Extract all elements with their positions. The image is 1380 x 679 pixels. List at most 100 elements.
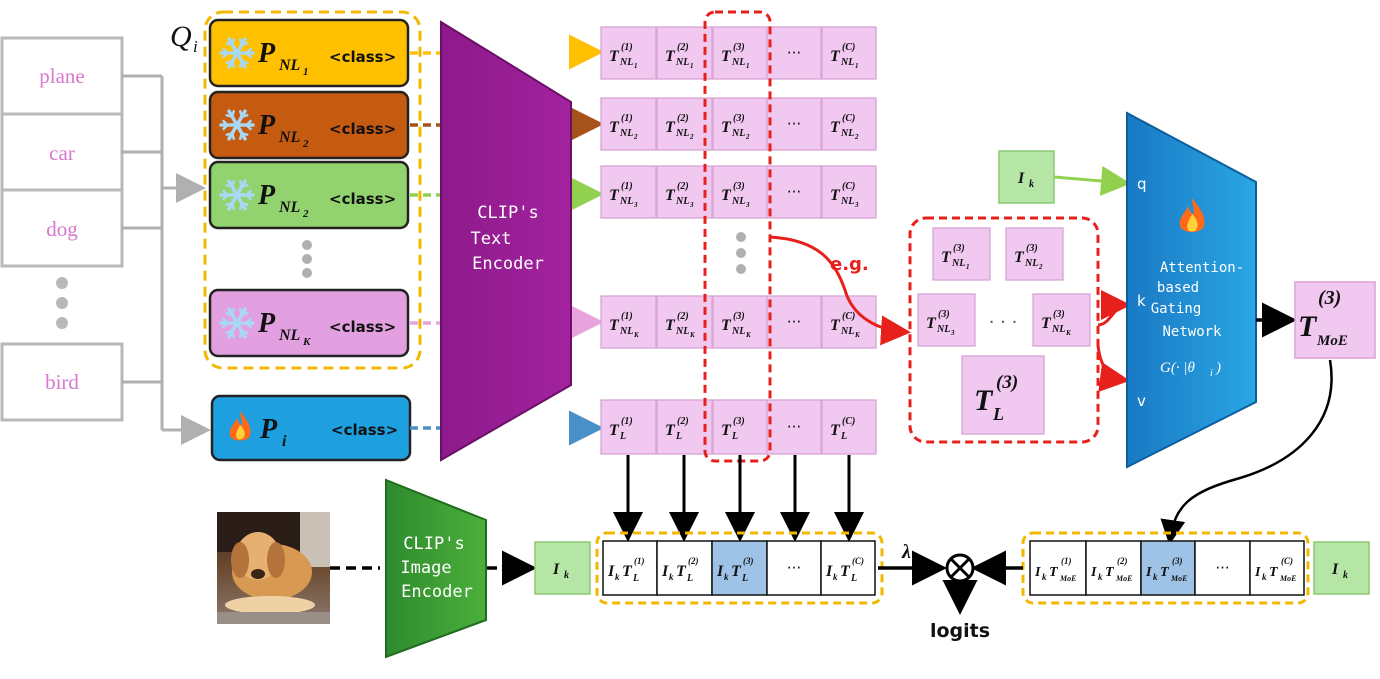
token-subsubscript: 3 — [745, 201, 750, 209]
logits-label: logits — [930, 620, 990, 642]
token-subscript: L — [992, 404, 1004, 424]
token-subsubscript: K — [633, 331, 640, 339]
token-subscript: NL — [731, 326, 745, 337]
class-placeholder: <class> — [329, 190, 396, 208]
logit-token-symbol: T — [676, 563, 687, 580]
token-subsubscript: 2 — [745, 133, 750, 141]
class-label-dog: dog — [46, 217, 78, 241]
token-subscript: NL — [619, 57, 633, 68]
gating-function: G(· |θ i ) — [1160, 360, 1221, 379]
text-encoder-label: Encoder — [472, 254, 544, 274]
token-subscript: NL — [840, 326, 854, 337]
svg-text:T: T — [1298, 310, 1318, 343]
logit-token-symbol: T — [1105, 565, 1115, 580]
logit-token-subscript: MoE — [1279, 574, 1296, 583]
snowflake-icon — [219, 37, 255, 69]
token-subscript: NL — [731, 196, 745, 207]
token-symbol: T — [830, 48, 841, 65]
token-subsubscript: K — [854, 331, 861, 339]
learnable-selected-feature: T(3)L — [961, 355, 1045, 435]
token-subscript: NL — [619, 326, 633, 337]
moe-output: T (3) MoE — [1294, 281, 1376, 359]
fire-icon — [229, 411, 251, 441]
selected-features-box — [908, 216, 1100, 444]
logit-token-superscript: (2) — [1117, 556, 1128, 566]
ellipsis: ··· — [787, 418, 801, 436]
logit-token-symbol: T — [622, 563, 633, 580]
token-superscript: (1) — [621, 311, 633, 322]
key-arrow — [1097, 290, 1131, 327]
logit-token-superscript: (3) — [1172, 556, 1183, 566]
token-symbol: T — [721, 317, 732, 334]
token-symbol: T — [941, 249, 952, 266]
logit-token-symbol: T — [1160, 565, 1170, 580]
gating-label: Attention- — [1160, 260, 1244, 276]
logit-image-symbol: I — [825, 563, 833, 580]
prompt-symbol: P — [259, 414, 278, 445]
token-superscript: (3) — [1053, 309, 1065, 320]
token-symbol: T — [830, 317, 841, 334]
query-port: q — [1137, 175, 1147, 193]
combine-icon — [945, 553, 975, 583]
ellipsis: ··· — [787, 44, 801, 62]
token-superscript: (3) — [996, 372, 1018, 393]
prompt-subscript: i — [282, 433, 287, 450]
ellipsis-dot — [736, 248, 746, 258]
prompt-subscript: NL — [278, 199, 301, 216]
token-superscript: (C) — [842, 181, 855, 192]
token-subscript: L — [619, 431, 626, 442]
token-subscript: NL — [951, 258, 965, 269]
token-symbol: T — [609, 187, 620, 204]
token-subscript: NL — [1024, 258, 1038, 269]
token-symbol: T — [1041, 315, 1052, 332]
class-placeholder: <class> — [329, 48, 396, 66]
logit-token-superscript: (C) — [852, 556, 864, 566]
token-subscript: NL — [840, 196, 854, 207]
logit-token-symbol: T — [731, 563, 742, 580]
logit-token-subscript: MoE — [1059, 574, 1076, 583]
class-connectors — [122, 74, 211, 445]
logit-image-symbol: I — [1090, 565, 1097, 580]
class-label-bird: bird — [45, 370, 79, 394]
class-placeholder: <class> — [329, 120, 396, 138]
token-symbol: T — [830, 119, 841, 136]
token-symbol: T — [665, 422, 676, 439]
image-feature: I k — [534, 541, 591, 595]
image-encoder-label: CLIP's — [403, 534, 464, 554]
token-subsubscript: 1 — [634, 62, 638, 70]
token-subscript: NL — [619, 128, 633, 139]
logit-token-superscript: (1) — [634, 556, 645, 566]
prompt-symbol: P — [257, 38, 276, 69]
logit-image-subscript: k — [1262, 572, 1267, 582]
query-arrow — [1053, 166, 1131, 196]
token-superscript: (2) — [677, 416, 689, 427]
prompt-set-label: Q i — [170, 20, 198, 56]
ellipsis: ··· — [787, 313, 801, 331]
token-superscript: (1) — [621, 181, 633, 192]
gating-label: Network — [1162, 324, 1222, 340]
image-encoder-label: Image — [400, 558, 451, 578]
token-superscript: (1) — [621, 416, 633, 427]
ellipsis-dot — [736, 264, 746, 274]
class-placeholder: <class> — [329, 318, 396, 336]
dog-image — [217, 512, 330, 624]
prompt-symbol: P — [257, 180, 276, 211]
token-superscript: (2) — [677, 42, 689, 53]
token-subscript: NL — [840, 128, 854, 139]
token-subsubscript: 1 — [690, 62, 694, 70]
selected-column-highlight — [703, 10, 772, 463]
eg-arrow — [769, 235, 911, 346]
moe-to-logits-arrow — [1160, 359, 1333, 545]
